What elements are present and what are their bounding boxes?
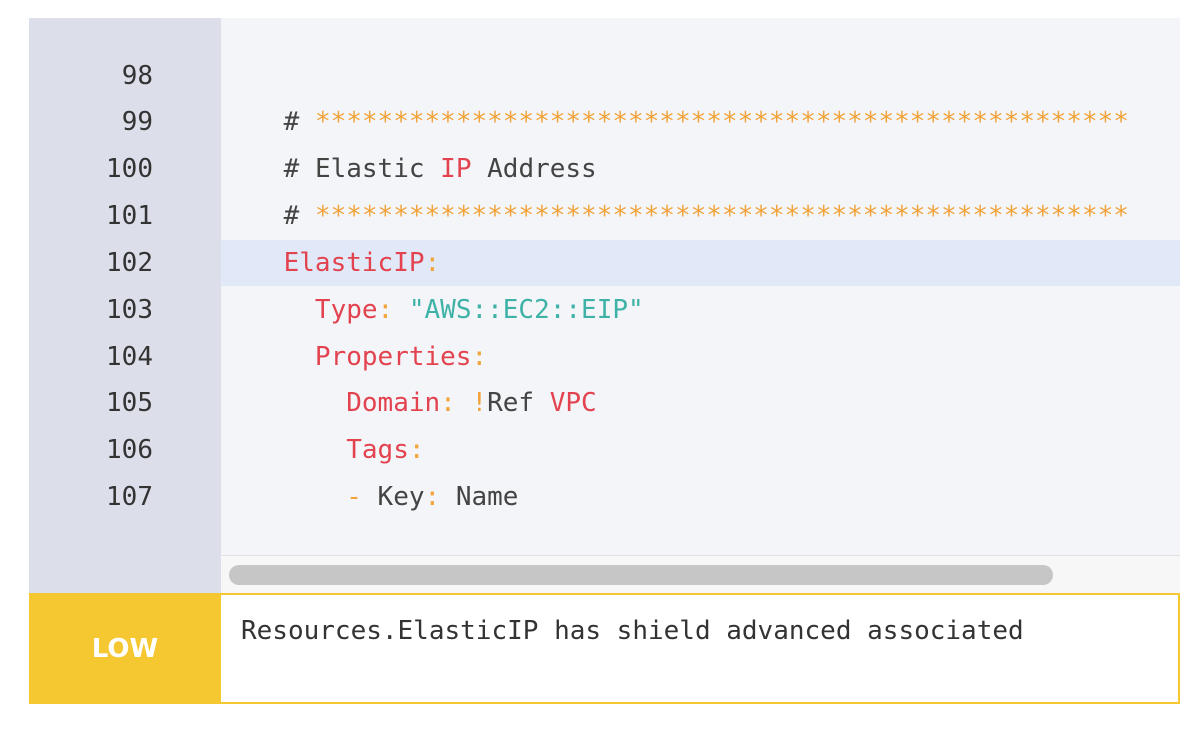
yaml-colon: : bbox=[408, 435, 425, 465]
code-line-100: # Elastic IP Address bbox=[221, 146, 1180, 192]
code-line-99: # **************************************… bbox=[221, 99, 1180, 145]
code-editor[interactable]: # **************************************… bbox=[221, 18, 1180, 555]
yaml-value: Name bbox=[455, 482, 519, 512]
yaml-key: Properties bbox=[314, 342, 472, 372]
yaml-key: ElasticIP bbox=[283, 248, 425, 278]
yaml-key: Type bbox=[314, 295, 378, 325]
code-line-98 bbox=[221, 53, 1180, 99]
yaml-colon: : bbox=[440, 388, 456, 418]
code-line-104: Properties: bbox=[221, 334, 1180, 380]
severity-badge: LOW bbox=[29, 593, 221, 704]
yaml-tag: Ref bbox=[487, 388, 535, 418]
comment-stars: ****************************************… bbox=[314, 107, 1129, 137]
comment-hash: # bbox=[283, 154, 300, 184]
line-number: 101 bbox=[106, 201, 153, 231]
line-number: 106 bbox=[106, 435, 153, 465]
comment-hash: # bbox=[283, 201, 300, 231]
comment-hash: # bbox=[283, 107, 300, 137]
comment-word: Address bbox=[487, 154, 597, 184]
scrollbar-thumb[interactable] bbox=[229, 565, 1053, 585]
yaml-list-dash: - bbox=[346, 482, 362, 512]
code-line-102-highlighted: ElasticIP: bbox=[221, 240, 1180, 286]
line-number-gutter: 98 99 100 101 102 103 104 105 106 107 bbox=[29, 18, 221, 593]
yaml-colon: : bbox=[424, 482, 441, 512]
line-number: 104 bbox=[106, 342, 153, 372]
yaml-tag-bang: ! bbox=[471, 388, 488, 418]
line-number: 102 bbox=[106, 248, 153, 278]
comment-word: Elastic bbox=[314, 154, 425, 184]
line-number: 99 bbox=[121, 107, 153, 137]
line-number: 100 bbox=[106, 154, 153, 184]
code-line-103: Type: "AWS::EC2::EIP" bbox=[221, 287, 1180, 333]
yaml-value: VPC bbox=[549, 388, 597, 418]
yaml-colon: : bbox=[471, 342, 488, 372]
comment-stars: ****************************************… bbox=[314, 201, 1129, 231]
finding-message: Resources.ElasticIP has shield advanced … bbox=[221, 593, 1180, 704]
line-number: 98 bbox=[121, 61, 153, 91]
yaml-string: "AWS::EC2::EIP" bbox=[408, 295, 644, 325]
code-line-107: - Key: Name bbox=[221, 474, 1180, 520]
line-number: 105 bbox=[106, 388, 153, 418]
horizontal-scrollbar[interactable] bbox=[221, 555, 1180, 593]
line-number: 107 bbox=[106, 482, 153, 512]
comment-word-ip: IP bbox=[440, 154, 472, 184]
code-viewer-panel: 98 99 100 101 102 103 104 105 106 107 # … bbox=[29, 18, 1180, 704]
yaml-colon: : bbox=[377, 295, 394, 325]
yaml-key: Domain bbox=[346, 388, 441, 418]
code-line-101: # **************************************… bbox=[221, 193, 1180, 239]
yaml-key: Tags bbox=[346, 435, 409, 465]
yaml-colon: : bbox=[424, 248, 441, 278]
code-line-105: Domain: !Ref VPC bbox=[221, 380, 1180, 426]
code-line-106: Tags: bbox=[221, 427, 1180, 473]
yaml-key: Key bbox=[377, 482, 425, 512]
line-number: 103 bbox=[106, 295, 153, 325]
